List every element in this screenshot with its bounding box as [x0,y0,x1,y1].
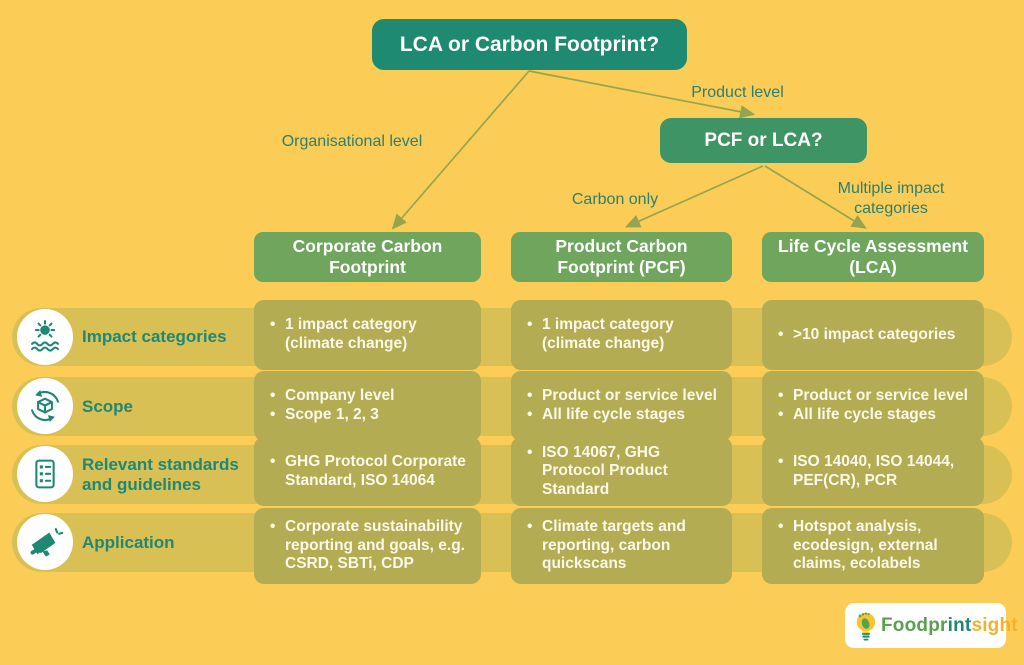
bullet-list: 1 impact category (climate change) [268,316,471,353]
row-label-text: Relevant standards and guidelines [82,454,239,494]
bullet-item: Scope 1, 2, 3 [268,406,471,425]
cell-application-ccf: Corporate sustainability reporting and g… [254,508,481,584]
column-header-label: Life Cycle Assessment (LCA) [778,236,968,277]
cell-scope-pcf: Product or service levelAll life cycle s… [511,371,732,441]
bullet-list: GHG Protocol Corporate Standard, ISO 140… [268,453,471,490]
cell-standards-ccf: GHG Protocol Corporate Standard, ISO 140… [254,437,481,506]
foodprintsight-logo: Foodprintsight [845,603,1018,648]
cell-impact-ccf: 1 impact category (climate change) [254,300,481,370]
row-label-text: Application [82,532,175,552]
bullet-item: All life cycle stages [525,406,722,425]
impact-categories-icon-circle [17,309,73,365]
bullet-item: All life cycle stages [776,406,974,425]
scope-icon-circle [17,378,73,434]
bullet-item: ISO 14067, GHG Protocol Product Standard [525,444,722,500]
cell-application-lca: Hotspot analysis, ecodesign, external cl… [762,508,984,584]
bullet-list: Corporate sustainability reporting and g… [268,518,471,574]
sun-over-water-icon [31,319,59,352]
logo-part-sight: sight [971,614,1018,636]
bullet-item: Corporate sustainability reporting and g… [268,518,471,574]
bullet-list: ISO 14040, ISO 14044, PEF(CR), PCR [776,453,974,490]
row-label-scope: Scope [82,377,254,436]
edge-label-multiple-impact: Multiple impact categories [837,180,945,217]
standards-icon-circle [17,446,73,502]
row-label-text: Impact categories [82,327,227,347]
bullet-list: Company levelScope 1, 2, 3 [268,387,471,424]
column-header-product-carbon-footprint: Product Carbon Footprint (PCF) [511,232,732,282]
bullet-item: Product or service level [525,387,722,406]
bullet-item: GHG Protocol Corporate Standard, ISO 140… [268,453,471,490]
edge-label-carbon-only: Carbon only [571,191,659,208]
column-header-label: Product Carbon Footprint (PCF) [555,236,688,277]
lightbulb-footprint-icon [856,612,876,640]
column-header-label: Corporate Carbon Footprint [292,236,443,277]
cell-scope-ccf: Company levelScope 1, 2, 3 [254,371,481,441]
bullet-item: Product or service level [776,387,974,406]
row-label-text: Scope [82,396,134,416]
pcf-or-lca-label: PCF or LCA? [704,129,823,151]
logo-part-int: int [947,614,972,636]
root-question-label: LCA or Carbon Footprint? [399,32,660,56]
bullet-list: Product or service levelAll life cycle s… [525,387,722,424]
bullet-item: Climate targets and reporting, carbon qu… [525,518,722,574]
bullet-list: Product or service levelAll life cycle s… [776,387,974,424]
pcf-or-lca-box: PCF or LCA? [660,118,867,163]
logo-wordmark: Foodprintsight [881,615,1018,637]
bullet-list: 1 impact category (climate change) [525,316,722,353]
bullet-item: 1 impact category (climate change) [268,316,471,353]
bullet-item: Hotspot analysis, ecodesign, external cl… [776,518,974,574]
checklist-document-icon [35,459,55,489]
root-question-box: LCA or Carbon Footprint? [372,19,687,70]
cycle-box-icon [31,390,59,422]
cell-scope-lca: Product or service levelAll life cycle s… [762,371,984,441]
cell-standards-lca: ISO 14040, ISO 14044, PEF(CR), PCR [762,437,984,506]
row-label-standards: Relevant standards and guidelines [82,445,254,504]
bullet-list: Climate targets and reporting, carbon qu… [525,518,722,574]
logo-part-foodpr: Foodpr [881,614,948,636]
bullet-item: Company level [268,387,471,406]
cell-standards-pcf: ISO 14067, GHG Protocol Product Standard [511,437,732,506]
bullet-item: ISO 14040, ISO 14044, PEF(CR), PCR [776,453,974,490]
cell-application-pcf: Climate targets and reporting, carbon qu… [511,508,732,584]
bullet-list: >10 impact categories [776,326,974,345]
edge-label-organisational: Organisational level [281,133,423,150]
edge-label-product: Product level [691,84,784,101]
bullet-list: Hotspot analysis, ecodesign, external cl… [776,518,974,574]
column-header-corporate-carbon-footprint: Corporate Carbon Footprint [254,232,481,282]
row-label-impact-categories: Impact categories [82,308,254,366]
column-header-life-cycle-assessment: Life Cycle Assessment (LCA) [762,232,984,282]
cell-impact-lca: >10 impact categories [762,300,984,370]
bullet-item: >10 impact categories [776,326,974,345]
cell-impact-pcf: 1 impact category (climate change) [511,300,732,370]
bullet-list: ISO 14067, GHG Protocol Product Standard [525,444,722,500]
bullet-item: 1 impact category (climate change) [525,316,722,353]
megaphone-icon [30,528,64,557]
row-label-application: Application [82,513,254,572]
application-icon-circle [17,514,73,570]
